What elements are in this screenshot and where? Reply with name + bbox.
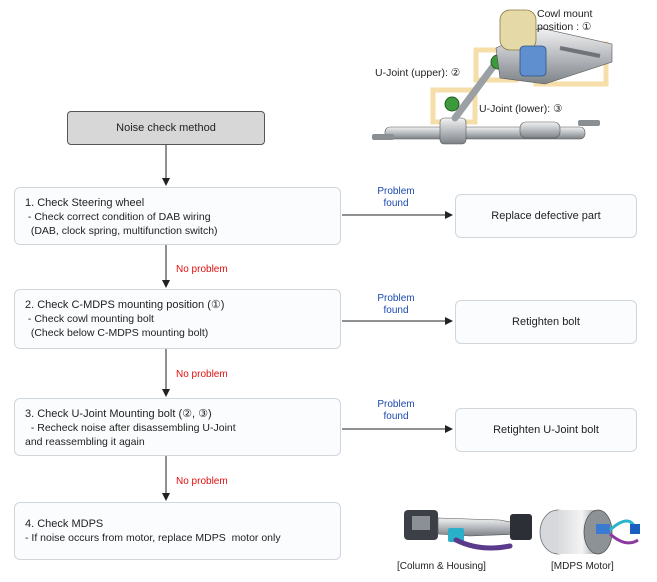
column-housing-caption: [Column & Housing] (397, 561, 486, 572)
ujoint-upper-label: U-Joint (upper): ② (375, 67, 461, 79)
mdps-motor-illustration (539, 509, 640, 555)
step-3-line-1: - Recheck noise after disassembling U-Jo… (25, 422, 236, 434)
step-2-line-1: - Check cowl mounting bolt (25, 313, 154, 325)
problem-found-3-line2: found (383, 411, 409, 422)
step-4-box: 4. Check MDPS - If noise occurs from mot… (14, 502, 341, 560)
step-1-title: 1. Check Steering wheel (25, 197, 145, 209)
result-1-box: Replace defective part (455, 194, 637, 238)
mdps-motor-caption: [MDPS Motor] (551, 561, 614, 572)
result-2-label: Retighten bolt (512, 316, 580, 328)
problem-found-1-line2: found (383, 198, 409, 209)
start-node: Noise check method (67, 111, 265, 145)
step-4-title: 4. Check MDPS (25, 518, 104, 530)
no-problem-label-1: No problem (176, 264, 228, 275)
step-1-line-2: (DAB, clock spring, multifunction switch… (25, 225, 218, 237)
problem-found-2-line2: found (383, 305, 409, 316)
step-2-line-2: (Check below C-MDPS mounting bolt) (25, 327, 209, 339)
problem-found-3-line1: Problem (377, 399, 415, 410)
step-3-box: 3. Check U-Joint Mounting bolt (②, ③) - … (14, 398, 341, 456)
start-label: Noise check method (116, 122, 216, 134)
problem-found-label-1: Problem found (370, 186, 422, 210)
step-2-box: 2. Check C-MDPS mounting position (①) - … (14, 289, 341, 349)
step-4-line-1: - If noise occurs from motor, replace MD… (25, 532, 281, 544)
problem-found-2-line1: Problem (377, 293, 415, 304)
result-1-label: Replace defective part (491, 210, 601, 222)
column-housing-illustration (404, 510, 532, 551)
steering-column-illustration (372, 9, 613, 145)
no-problem-label-2: No problem (176, 369, 228, 380)
no-problem-label-3: No problem (176, 476, 228, 487)
problem-found-label-3: Problem found (370, 399, 422, 423)
result-3-label: Retighten U-Joint bolt (493, 424, 599, 436)
step-3-title: 3. Check U-Joint Mounting bolt (②, ③) (25, 408, 212, 420)
problem-found-1-line1: Problem (377, 186, 415, 197)
result-3-box: Retighten U-Joint bolt (455, 408, 637, 452)
step-3-line-2: and reassembling it again (25, 436, 145, 448)
cowl-mount-label-line2: position : ① (537, 21, 592, 33)
step-1-line-1: - Check correct condition of DAB wiring (25, 211, 211, 223)
step-1-box: 1. Check Steering wheel - Check correct … (14, 187, 341, 245)
result-2-box: Retighten bolt (455, 300, 637, 344)
cowl-mount-label: Cowl mount position : ① (537, 8, 592, 34)
cowl-mount-label-line1: Cowl mount (537, 8, 593, 20)
step-2-title: 2. Check C-MDPS mounting position (①) (25, 299, 225, 311)
problem-found-label-2: Problem found (370, 293, 422, 317)
ujoint-lower-label: U-Joint (lower): ③ (479, 103, 563, 115)
